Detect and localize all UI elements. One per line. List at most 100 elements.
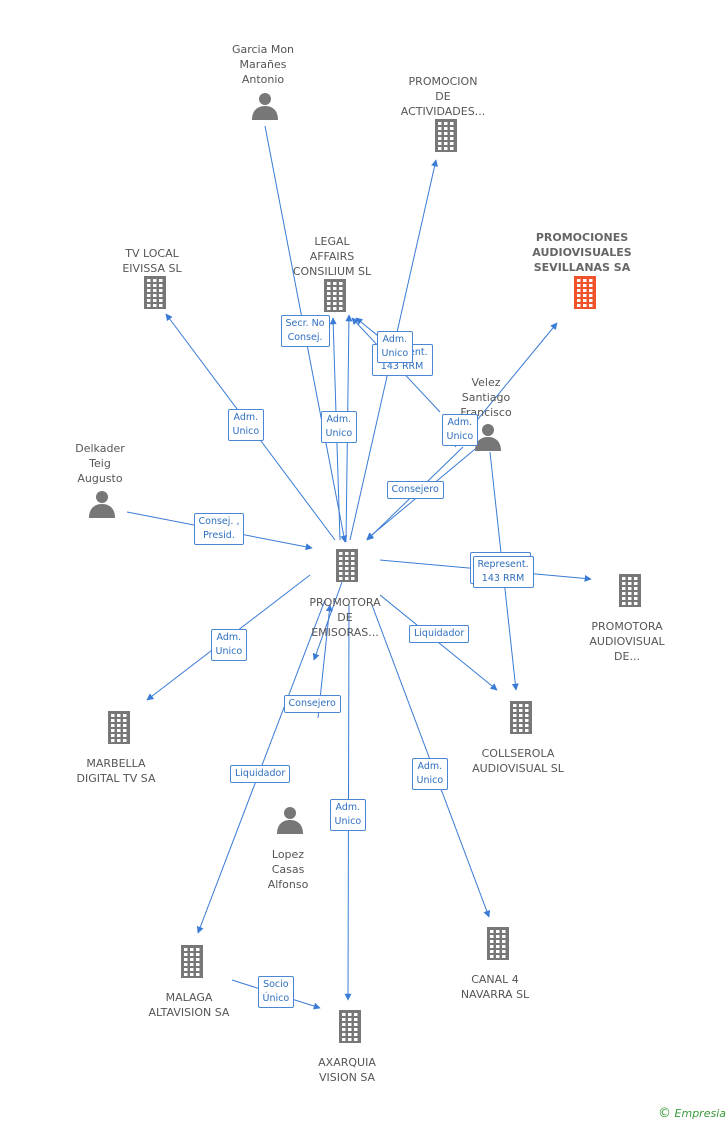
- building-icon[interactable]: [484, 926, 512, 964]
- label-line: Antonio: [241, 73, 285, 86]
- label-line: DE: [435, 90, 451, 103]
- company-label[interactable]: LEGAL AFFAIRS CONSILIUM SL: [262, 234, 402, 279]
- label-line: Augusto: [77, 472, 123, 485]
- label-line: Lopez: [271, 848, 305, 861]
- building-icon[interactable]: [336, 1009, 364, 1047]
- building-icon[interactable]: [141, 275, 169, 313]
- badge-line: Adm.: [335, 802, 361, 813]
- badge-line: Adm.: [216, 632, 242, 643]
- label-line: Francisco: [460, 406, 512, 419]
- person-icon[interactable]: [250, 91, 280, 125]
- label-line: Delkader: [75, 442, 125, 455]
- building-icon[interactable]: [321, 278, 349, 316]
- person-icon[interactable]: [87, 489, 117, 523]
- person-icon[interactable]: [473, 422, 503, 456]
- relation-badge[interactable]: Consejero: [283, 695, 341, 713]
- badge-line: 143 RRM: [380, 361, 424, 372]
- label-line: LEGAL: [314, 235, 350, 248]
- label-line: PROMOTORA: [591, 620, 663, 633]
- building-icon[interactable]: [507, 700, 535, 738]
- relation-badge[interactable]: Consej. , Presid.: [193, 513, 245, 545]
- badge-line: Unico: [381, 348, 409, 359]
- label-line: DE...: [614, 650, 640, 663]
- label-line: Velez: [471, 376, 501, 389]
- label-line: SEVILLANAS SA: [533, 261, 631, 274]
- label-line: Santiago: [461, 391, 511, 404]
- badge-line: Liquidador: [235, 768, 286, 779]
- badge-line: Adm.: [382, 334, 408, 345]
- building-icon[interactable]: [178, 944, 206, 982]
- building-icon[interactable]: [333, 548, 361, 586]
- badge-line: Consej.: [287, 332, 323, 343]
- building-icon[interactable]: [571, 275, 599, 313]
- label-line: MALAGA: [165, 991, 213, 1004]
- relation-badge[interactable]: Adm. Unico: [411, 758, 449, 790]
- badge-line: Consej. ,: [198, 516, 240, 527]
- badge-line: Liquidador: [414, 628, 465, 639]
- label-line: VISION SA: [318, 1071, 376, 1084]
- label-line: CONSILIUM SL: [292, 265, 372, 278]
- label-line: NAVARRA SL: [460, 988, 530, 1001]
- badge-line: Adm.: [417, 761, 443, 772]
- badge-line: Socio: [263, 979, 289, 990]
- building-icon[interactable]: [616, 573, 644, 611]
- label-line: AFFAIRS: [309, 250, 355, 263]
- label-line: Marañes: [239, 58, 287, 71]
- badge-line: Unico: [215, 646, 243, 657]
- relation-badge[interactable]: Secr. No Consej.: [280, 315, 330, 347]
- building-icon[interactable]: [105, 710, 133, 748]
- badge-line: Consejero: [288, 698, 336, 709]
- badge-line: Presid.: [203, 530, 235, 541]
- badge-line: Represent.: [477, 559, 529, 570]
- company-label[interactable]: CANAL 4 NAVARRA SL: [425, 972, 565, 1002]
- footer-brand: © Empresia: [658, 1106, 726, 1121]
- relation-badge[interactable]: Adm. Unico: [329, 799, 367, 831]
- badge-line: Unico: [334, 816, 362, 827]
- relation-badge[interactable]: Adm.Unico: [320, 411, 358, 443]
- copyright-symbol: ©: [658, 1106, 672, 1121]
- relation-badge[interactable]: Adm. Unico: [376, 331, 414, 363]
- badge-line: Consejero: [391, 484, 439, 495]
- label-line: AXARQUIA: [318, 1056, 376, 1069]
- label-line: PROMOCIONES: [535, 231, 629, 244]
- person-icon[interactable]: [275, 805, 305, 839]
- building-icon[interactable]: [432, 118, 460, 156]
- label-line: ALTAVISION SA: [148, 1006, 230, 1019]
- label-line: COLLSEROLA: [481, 747, 555, 760]
- badge-line: Adm.: [447, 417, 473, 428]
- relation-badge[interactable]: Adm.Unico: [227, 409, 265, 441]
- relation-badge[interactable]: Adm. Unico: [210, 629, 248, 661]
- badge-line: Unico: [446, 431, 474, 442]
- label-line: PROMOTORA: [309, 596, 381, 609]
- relation-badge[interactable]: Represent.143 RRM: [472, 556, 534, 588]
- company-label[interactable]: AXARQUIA VISION SA: [277, 1055, 417, 1085]
- badge-line: Unico: [416, 775, 444, 786]
- label-line: ACTIVIDADES...: [400, 105, 486, 118]
- label-line: EMISORAS...: [311, 626, 379, 639]
- company-label[interactable]: MALAGA ALTAVISION SA: [119, 990, 259, 1020]
- label-line: Garcia Mon: [231, 43, 295, 56]
- badge-line: Único: [262, 993, 290, 1004]
- relation-badge[interactable]: Consejero: [386, 481, 444, 499]
- relation-badge[interactable]: Adm. Unico: [441, 414, 479, 446]
- relation-badge[interactable]: Liquidador: [230, 765, 291, 783]
- badge-line: Unico: [325, 428, 353, 439]
- label-line: CANAL 4: [471, 973, 519, 986]
- relation-badge[interactable]: Liquidador: [409, 625, 470, 643]
- brand-name: Empresia: [674, 1107, 726, 1120]
- label-line: DIGITAL TV SA: [76, 772, 156, 785]
- badge-line: Secr. No: [285, 318, 325, 329]
